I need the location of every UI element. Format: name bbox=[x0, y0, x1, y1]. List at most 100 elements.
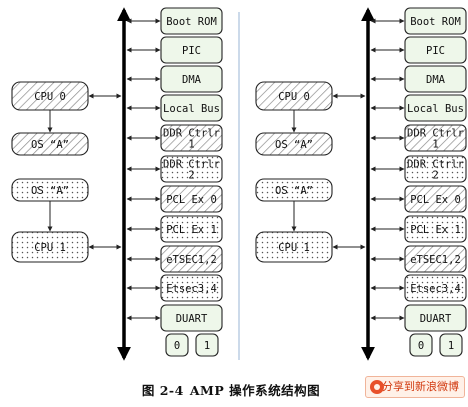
node-label: CPU 0 bbox=[34, 91, 66, 103]
peripheral-port-0: 0 bbox=[409, 333, 433, 357]
peripheral-label: DUART bbox=[420, 313, 452, 325]
peripheral-local-bus: Local Bus bbox=[160, 94, 223, 122]
peripheral-box bbox=[160, 215, 223, 243]
node-cpu1: CPU 1 bbox=[255, 231, 333, 263]
peripheral-pic: PIC bbox=[160, 36, 223, 64]
peripheral-label: PCL Ex 1 bbox=[410, 224, 461, 236]
peripheral-label: 1 bbox=[188, 138, 194, 150]
peripheral-box bbox=[195, 333, 219, 357]
peripheral-etsec12: eTSEC1,2 bbox=[404, 245, 467, 273]
peripheral-label: PIC bbox=[182, 45, 201, 57]
peripheral-box bbox=[404, 65, 467, 93]
share-weibo-badge[interactable]: 分享到新浪微博 bbox=[365, 376, 465, 398]
figure-label: 图 2-4 bbox=[141, 383, 184, 398]
node-label: OS “A” bbox=[31, 185, 69, 197]
peripheral-label: DUART bbox=[176, 313, 208, 325]
peripheral-label: Etsec3,4 bbox=[166, 283, 217, 295]
peripheral-box bbox=[404, 274, 467, 302]
peripheral-box bbox=[160, 7, 223, 35]
peripheral-box bbox=[404, 155, 467, 183]
peripheral-label: Boot ROM bbox=[410, 16, 461, 28]
peripheral-box bbox=[160, 36, 223, 64]
peripheral-box bbox=[404, 304, 467, 332]
node-label: CPU 1 bbox=[278, 242, 310, 254]
peripheral-pcl-ex-1: PCL Ex 1 bbox=[160, 215, 223, 243]
node-box bbox=[11, 231, 89, 263]
figure-caption: 图 2-4 AMP 操作系统结构图 bbox=[0, 376, 468, 406]
node-os-a-top: OS “A” bbox=[255, 132, 333, 156]
peripheral-label: Local Bus bbox=[407, 103, 464, 115]
peripheral-duart: DUART bbox=[404, 304, 467, 332]
node-label: OS “A” bbox=[31, 139, 69, 151]
peripheral-label: 1 bbox=[448, 340, 454, 352]
peripheral-box bbox=[160, 185, 223, 213]
peripheral-label: Etsec3,4 bbox=[410, 283, 461, 295]
peripheral-label: DDR Ctrlr bbox=[163, 127, 220, 139]
peripheral-box bbox=[404, 36, 467, 64]
peripheral-label: DMA bbox=[426, 74, 446, 86]
node-label: OS “A” bbox=[275, 139, 313, 151]
weibo-icon bbox=[370, 380, 384, 394]
peripheral-port-1: 1 bbox=[439, 333, 463, 357]
node-box bbox=[11, 132, 89, 156]
peripheral-label: 1 bbox=[204, 340, 210, 352]
node-label: CPU 1 bbox=[34, 242, 66, 254]
peripheral-label: 0 bbox=[174, 340, 180, 352]
node-os-a-top: OS “A” bbox=[11, 132, 89, 156]
peripheral-label: DDR Ctrlr bbox=[407, 158, 464, 170]
figure-title: AMP 操作系统结构图 bbox=[189, 383, 321, 398]
peripheral-etsec34: Etsec3,4 bbox=[160, 274, 223, 302]
node-cpu1: CPU 1 bbox=[11, 231, 89, 263]
node-cpu0: CPU 0 bbox=[255, 81, 333, 111]
peripheral-box bbox=[409, 333, 433, 357]
node-box bbox=[255, 132, 333, 156]
peripheral-box bbox=[404, 124, 467, 152]
peripheral-boot-rom: Boot ROM bbox=[160, 7, 223, 35]
node-os-a-bottom: OS “A” bbox=[11, 178, 89, 202]
peripheral-box bbox=[160, 304, 223, 332]
peripheral-label: 1 bbox=[432, 138, 438, 150]
peripheral-label: eTSEC1,2 bbox=[166, 254, 217, 266]
node-label: CPU 0 bbox=[278, 91, 310, 103]
peripheral-label: DDR Ctrlr bbox=[163, 158, 220, 170]
peripheral-label: PCL Ex 0 bbox=[166, 194, 217, 206]
peripheral-box bbox=[404, 7, 467, 35]
peripheral-label: PCL Ex 0 bbox=[410, 194, 461, 206]
peripheral-dma: DMA bbox=[160, 65, 223, 93]
peripheral-pcl-ex-0: PCL Ex 0 bbox=[160, 185, 223, 213]
peripheral-label: 0 bbox=[418, 340, 424, 352]
peripheral-port-0: 0 bbox=[165, 333, 189, 357]
peripheral-label: PCL Ex 1 bbox=[166, 224, 217, 236]
peripheral-box bbox=[404, 215, 467, 243]
peripheral-label: Local Bus bbox=[163, 103, 220, 115]
peripheral-box bbox=[404, 94, 467, 122]
peripheral-label: eTSEC1,2 bbox=[410, 254, 461, 266]
peripheral-duart: DUART bbox=[160, 304, 223, 332]
peripheral-pic: PIC bbox=[404, 36, 467, 64]
peripheral-box bbox=[404, 245, 467, 273]
peripheral-box bbox=[160, 94, 223, 122]
peripheral-dma: DMA bbox=[404, 65, 467, 93]
node-cpu0: CPU 0 bbox=[11, 81, 89, 111]
peripheral-local-bus: Local Bus bbox=[404, 94, 467, 122]
peripheral-etsec12: eTSEC1,2 bbox=[160, 245, 223, 273]
node-label: OS “A” bbox=[275, 185, 313, 197]
peripheral-label: DMA bbox=[182, 74, 202, 86]
peripheral-etsec34: Etsec3,4 bbox=[404, 274, 467, 302]
peripheral-label: 2 bbox=[188, 169, 194, 181]
peripheral-box bbox=[160, 124, 223, 152]
peripheral-box bbox=[160, 274, 223, 302]
peripheral-label: DDR Ctrlr bbox=[407, 127, 464, 139]
peripheral-box bbox=[404, 185, 467, 213]
peripheral-box bbox=[160, 245, 223, 273]
node-os-a-bottom: OS “A” bbox=[255, 178, 333, 202]
node-box bbox=[255, 231, 333, 263]
peripheral-label: PIC bbox=[426, 45, 445, 57]
